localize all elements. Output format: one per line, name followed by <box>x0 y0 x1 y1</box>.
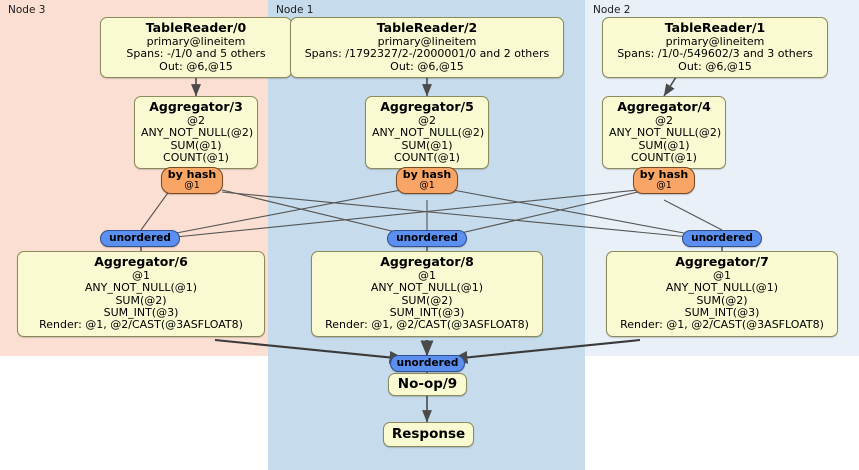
node-line: Spans: /1/0-/549602/3 and 3 others <box>617 47 813 61</box>
panel-node3-label: Node 3 <box>8 4 46 16</box>
node-tablereader-2[interactable]: TableReader/2 primary@lineitem Spans: /1… <box>290 17 564 78</box>
node-line: SUM(@2) <box>401 293 453 307</box>
node-line: Render: @1, @2/CAST(@3ASFLOAT8) <box>39 318 243 332</box>
router-by-hash-node2[interactable]: by hash @1 <box>633 167 695 194</box>
node-title: Aggregator/5 <box>380 99 474 114</box>
node-line: COUNT(@1) <box>394 150 460 164</box>
router-by-hash-node3[interactable]: by hash @1 <box>161 167 223 194</box>
node-line: ANY_NOT_NULL(@2) <box>372 126 485 140</box>
node-title: Aggregator/7 <box>675 254 769 269</box>
node-title: Aggregator/8 <box>380 254 474 269</box>
node-aggregator-7[interactable]: Aggregator/7 @1 ANY_NOT_NULL(@1) SUM(@2)… <box>606 251 838 337</box>
node-line: Render: @1, @2/CAST(@3ASFLOAT8) <box>620 318 824 332</box>
node-line: primary@lineitem <box>377 35 477 48</box>
synchronizer-unordered-node1[interactable]: unordered <box>387 230 467 247</box>
node-noop-9[interactable]: No-op/9 <box>388 373 467 396</box>
node-line: @2 <box>187 114 205 127</box>
node-line: ANY_NOT_NULL(@1) <box>84 281 198 295</box>
router-sublabel: @1 <box>419 180 435 192</box>
node-line: COUNT(@1) <box>631 150 697 164</box>
node-line: SUM(@1) <box>638 138 690 152</box>
node-line: @1 <box>418 269 436 282</box>
node-line: ANY_NOT_NULL(@1) <box>370 281 484 295</box>
router-label: by hash <box>402 168 452 182</box>
node-line: Out: @6,@15 <box>678 59 752 73</box>
synchronizer-unordered-node3[interactable]: unordered <box>100 230 180 247</box>
synchronizer-label: unordered <box>691 231 753 244</box>
synchronizer-label: unordered <box>396 356 459 369</box>
node-line: Out: @6,@15 <box>159 59 233 73</box>
node-title: TableReader/0 <box>145 20 247 35</box>
node-aggregator-8[interactable]: Aggregator/8 @1 ANY_NOT_NULL(@1) SUM(@2)… <box>311 251 543 337</box>
node-title: TableReader/2 <box>376 20 478 35</box>
node-line: SUM(@1) <box>401 138 453 152</box>
node-tablereader-0[interactable]: TableReader/0 primary@lineitem Spans: -/… <box>100 17 292 78</box>
node-line: SUM(@2) <box>115 293 167 307</box>
node-tablereader-1[interactable]: TableReader/1 primary@lineitem Spans: /1… <box>602 17 828 78</box>
node-line: primary@lineitem <box>665 35 765 48</box>
node-line: Spans: -/1/0 and 5 others <box>126 47 266 61</box>
node-aggregator-5[interactable]: Aggregator/5 @2 ANY_NOT_NULL(@2) SUM(@1)… <box>365 96 489 170</box>
synchronizer-label: unordered <box>109 231 171 244</box>
node-line: ANY_NOT_NULL(@2) <box>609 126 722 140</box>
synchronizer-unordered-node2[interactable]: unordered <box>682 230 762 247</box>
node-line: SUM_INT(@3) <box>684 305 760 319</box>
node-line: @1 <box>713 269 731 282</box>
node-title: Aggregator/3 <box>149 99 243 114</box>
panel-node1-label: Node 1 <box>276 4 314 16</box>
synchronizer-label: unordered <box>396 231 458 244</box>
node-line: SUM(@1) <box>170 138 222 152</box>
node-title: No-op/9 <box>397 375 458 392</box>
node-line: primary@lineitem <box>146 35 246 48</box>
node-aggregator-3[interactable]: Aggregator/3 @2 ANY_NOT_NULL(@2) SUM(@1)… <box>134 96 258 170</box>
router-by-hash-node1[interactable]: by hash @1 <box>396 167 458 194</box>
node-line: @2 <box>655 114 673 127</box>
node-line: @2 <box>418 114 436 127</box>
node-line: SUM_INT(@3) <box>103 305 179 319</box>
node-line: SUM_INT(@3) <box>389 305 465 319</box>
router-label: by hash <box>167 168 217 182</box>
node-aggregator-6[interactable]: Aggregator/6 @1 ANY_NOT_NULL(@1) SUM(@2)… <box>17 251 265 337</box>
node-title: TableReader/1 <box>664 20 766 35</box>
router-sublabel: @1 <box>184 180 200 192</box>
router-sublabel: @1 <box>656 180 672 192</box>
node-line: Spans: /1792327/2-/2000001/0 and 2 other… <box>304 47 550 61</box>
node-line: @1 <box>132 269 150 282</box>
synchronizer-unordered-final[interactable]: unordered <box>390 355 465 372</box>
node-line: Render: @1, @2/CAST(@3ASFLOAT8) <box>325 318 529 332</box>
node-line: ANY_NOT_NULL(@2) <box>141 126 254 140</box>
node-title: Response <box>391 425 466 442</box>
panel-node2-label: Node 2 <box>593 4 631 16</box>
node-line: ANY_NOT_NULL(@1) <box>665 281 779 295</box>
node-aggregator-4[interactable]: Aggregator/4 @2 ANY_NOT_NULL(@2) SUM(@1)… <box>602 96 726 170</box>
node-title: Aggregator/4 <box>617 99 711 114</box>
router-label: by hash <box>639 168 689 182</box>
node-response[interactable]: Response <box>383 422 474 447</box>
node-line: Out: @6,@15 <box>390 59 464 73</box>
node-title: Aggregator/6 <box>94 254 188 269</box>
node-line: SUM(@2) <box>696 293 748 307</box>
node-line: COUNT(@1) <box>163 150 229 164</box>
